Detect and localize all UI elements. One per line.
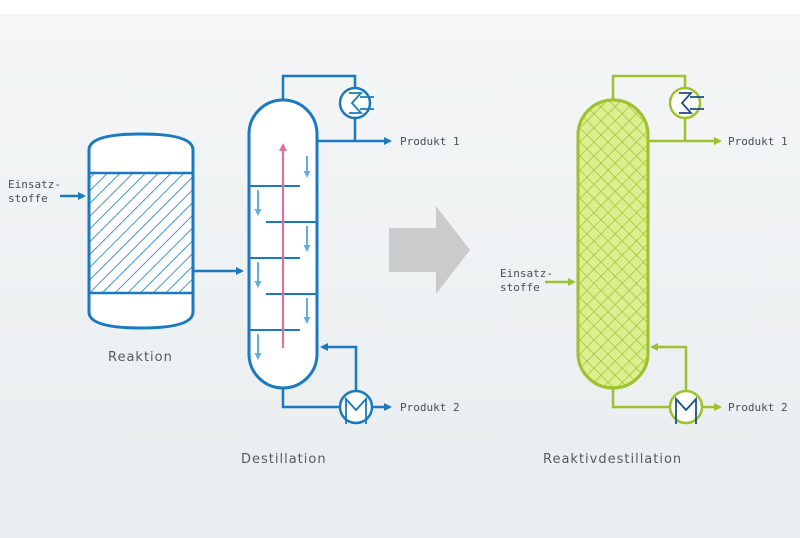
reactive-distillation-column	[576, 98, 650, 390]
catalyst-bed	[87, 171, 195, 295]
feed-label-left-line1: Einsatz-	[8, 178, 61, 191]
product1-label-right: Produkt 1	[728, 135, 788, 148]
feed-label-right-line2: stoffe	[500, 281, 540, 294]
caption-reactive-distillation: Reaktivdestillation	[543, 452, 682, 467]
reboiler-left	[338, 389, 374, 425]
reboiler-return-arrow-right	[650, 343, 688, 391]
caption-reaction: Reaktion	[108, 350, 173, 365]
product2-label-left: Produkt 2	[400, 401, 460, 414]
caption-distillation: Destillation	[241, 452, 327, 467]
feed-label-left-line2: stoffe	[8, 192, 48, 205]
reboiler-return-arrow	[320, 343, 358, 391]
condenser-right	[668, 86, 704, 120]
condenser-left	[338, 86, 374, 120]
reactor-vessel	[87, 132, 195, 330]
product2-label-right: Produkt 2	[728, 401, 788, 414]
distillation-column	[247, 98, 319, 390]
product1-label-left: Produkt 1	[400, 135, 460, 148]
feed-label-right-line1: Einsatz-	[500, 267, 553, 280]
reboiler-right	[668, 389, 704, 425]
transition-arrow	[389, 206, 470, 294]
